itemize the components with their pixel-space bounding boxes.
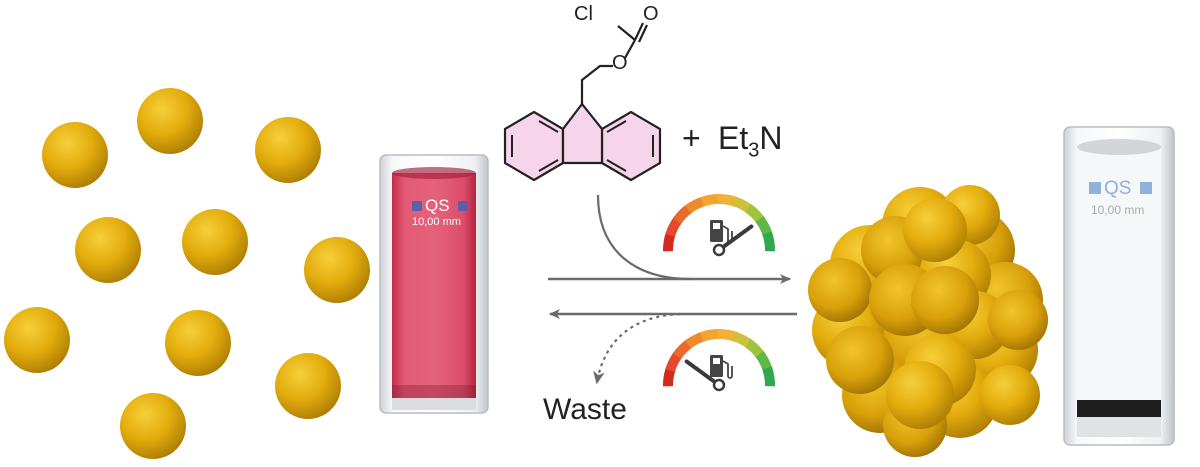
cluster-particle <box>886 361 954 429</box>
base-label: Et3N <box>718 120 782 162</box>
gauge-segment <box>700 194 721 207</box>
cluster-particle <box>808 258 872 322</box>
gauge-segment <box>684 196 706 214</box>
waste-label: Waste <box>543 393 627 426</box>
aromatic-ring-right <box>600 110 662 182</box>
base-suffix: N <box>759 120 783 156</box>
five-membered-ring <box>561 102 604 165</box>
particle <box>165 310 231 376</box>
qs-mark <box>1089 182 1101 194</box>
atom-cl: Cl <box>574 3 593 25</box>
fuel-pump-icon <box>710 355 733 379</box>
gauge-segment <box>755 350 773 372</box>
gauge-hub <box>712 378 726 392</box>
gauge-segment <box>717 194 738 207</box>
waste-output-arrow <box>593 312 681 385</box>
cluster-particle <box>911 266 979 334</box>
atom-o-carbonyl: O <box>643 3 659 25</box>
cuvette-right-brand: QS <box>1104 178 1132 199</box>
qs-mark <box>412 201 422 211</box>
reaction-arrows <box>548 194 797 385</box>
particle <box>255 117 321 183</box>
particle <box>182 209 248 275</box>
fuel-input-arrow <box>596 194 691 281</box>
particle <box>42 122 108 188</box>
atom-o-ester: O <box>612 52 628 74</box>
fuel-pump-icon <box>710 220 733 244</box>
qs-mark <box>458 201 468 211</box>
gauge-segment <box>663 231 676 252</box>
cuvette-right <box>1063 126 1175 446</box>
cuvette-left <box>379 154 489 414</box>
particle-cluster <box>808 185 1048 457</box>
gauge-segment <box>717 329 738 342</box>
cuvette-left-brand: QS <box>425 196 450 215</box>
aromatic-ring-left <box>503 110 565 182</box>
gauge-segment <box>762 366 775 387</box>
particle <box>120 393 186 459</box>
free-particles <box>4 88 370 459</box>
gauge-needle <box>684 359 719 386</box>
gauge-segment <box>762 231 775 252</box>
plus-sign: + <box>682 120 701 156</box>
sediment <box>1077 400 1161 417</box>
fuel-gauge-low <box>663 329 775 392</box>
gauge-segment <box>700 329 721 342</box>
cluster-particle <box>826 326 894 394</box>
qs-mark <box>1140 182 1152 194</box>
particle <box>275 353 341 419</box>
particle <box>304 237 370 303</box>
gauge-segment <box>755 215 773 237</box>
cluster-particle <box>903 198 967 262</box>
cuvette-left-pathlength: 10,00 mm <box>412 216 461 228</box>
gauge-needle <box>719 224 754 251</box>
base-prefix: Et <box>718 120 749 156</box>
fuel-gauge-high <box>663 194 775 257</box>
cluster-particle <box>980 365 1040 425</box>
gauge-segment <box>663 366 676 387</box>
cluster-particle <box>988 290 1048 350</box>
particle <box>137 88 203 154</box>
gauge-segment <box>684 331 706 349</box>
particle <box>4 307 70 373</box>
fmoc-cl-molecule <box>503 22 662 182</box>
gauge-hub <box>712 243 726 257</box>
cuvette-right-pathlength: 10,00 mm <box>1091 203 1145 217</box>
base-subscript: 3 <box>748 139 760 162</box>
particle <box>75 217 141 283</box>
